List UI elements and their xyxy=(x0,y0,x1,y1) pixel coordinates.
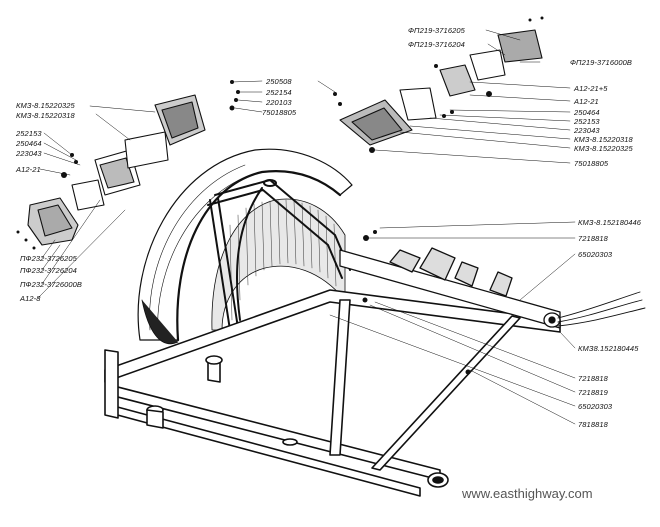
fender xyxy=(137,148,353,345)
label-kmz-15220325-left: КМЗ-8.15220325 xyxy=(16,101,75,110)
label-kmz-15220318-right: КМЗ-8.15220318 xyxy=(574,135,633,144)
leader-lines xyxy=(37,29,576,425)
label-kmz-15220325-right: КМЗ-8.15220325 xyxy=(574,144,633,153)
label-252153-right: 252153 xyxy=(574,117,600,126)
label-fp219-3716205: ФП219-3716205 xyxy=(408,26,465,35)
center-lamp xyxy=(124,94,206,169)
label-220103: 220103 xyxy=(266,98,292,107)
label-fp219-3716000v: ФП219-3716000В xyxy=(570,58,633,67)
label-7218819: 7218819 xyxy=(578,388,608,397)
label-7218818-top: 7218818 xyxy=(578,234,608,243)
fasteners xyxy=(16,16,544,375)
label-a12-8: А12-8 xyxy=(20,294,41,303)
frame xyxy=(104,289,561,497)
label-pf232-3726204: ПФ232-3726204 xyxy=(20,266,77,275)
label-kmz-152180445: КМЗ8.152180445 xyxy=(578,344,639,353)
label-7218818-bottom: 7218818 xyxy=(578,374,608,383)
label-250508: 250508 xyxy=(266,77,292,86)
mounting-rail xyxy=(339,247,646,329)
label-65020303-bottom: 65020303 xyxy=(578,402,613,411)
label-250464-right: 250464 xyxy=(574,108,600,117)
label-a12-21-left: А12-21 xyxy=(16,165,41,174)
label-pf232-3726000v: ПФ232-3726000В xyxy=(20,280,83,289)
left-tail-lamp xyxy=(27,149,141,246)
label-kmz-152180446: КМЗ-8.152180446 xyxy=(578,218,642,227)
label-65020303-top: 65020303 xyxy=(578,250,613,259)
label-223043-right: 223043 xyxy=(574,126,600,135)
watermark: www.easthighway.com xyxy=(462,486,593,501)
label-fp219-3716204: ФП219-3716204 xyxy=(408,40,465,49)
label-7818818: 7818818 xyxy=(578,420,608,429)
label-250464-left: 250464 xyxy=(16,139,42,148)
label-a12-21-right: А12-21 xyxy=(574,97,599,106)
label-75018805-right: 75018805 xyxy=(574,159,609,168)
label-252154: 252154 xyxy=(266,88,292,97)
label-a12-21-5: А12-21+5 xyxy=(574,84,608,93)
label-pf232-3726205: ПФ232-3726205 xyxy=(20,254,77,263)
label-75018805-center: 75018805 xyxy=(262,108,297,117)
right-lamp-cluster xyxy=(339,29,543,146)
label-kmz-15220318-left: КМЗ-8.15220318 xyxy=(16,111,75,120)
label-223043-left: 223043 xyxy=(16,149,42,158)
label-252153-left: 252153 xyxy=(16,129,42,138)
